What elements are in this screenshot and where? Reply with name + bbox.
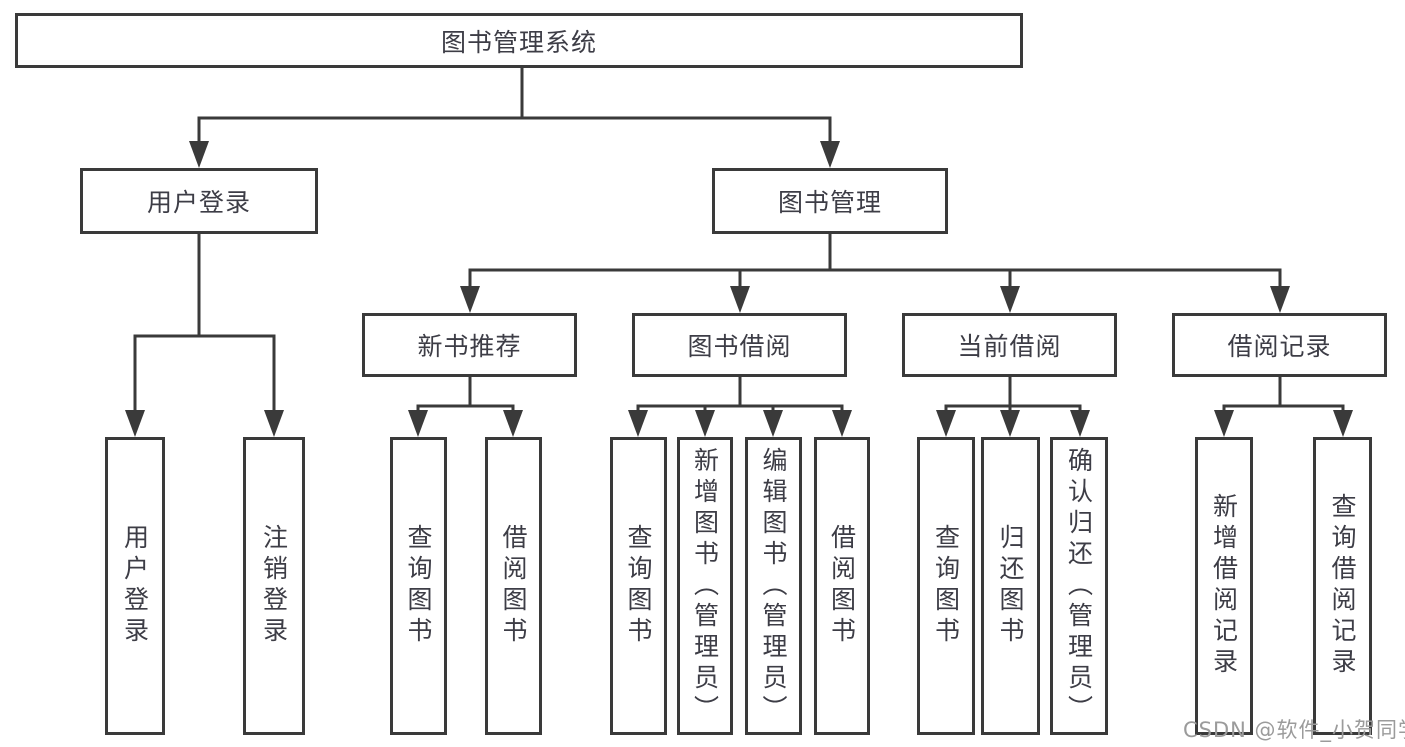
- node-leaf-return-book-label: 归还图书: [996, 524, 1025, 648]
- node-new-book-recommend-label: 新书推荐: [417, 332, 522, 361]
- node-leaf-borrow-books-1: 借阅图书: [485, 437, 542, 735]
- node-leaf-return-book: 归还图书: [981, 437, 1040, 735]
- node-leaf-user-login-label: 用户登录: [120, 524, 150, 648]
- arrow-down-icon: [763, 410, 783, 437]
- node-leaf-confirm-return-admin-label: 确认归还（管理员）: [1064, 446, 1094, 726]
- arrow-down-icon: [1333, 410, 1353, 437]
- node-leaf-query-books-3: 查询图书: [917, 437, 975, 735]
- node-book-management-label: 图书管理: [777, 188, 882, 217]
- arrow-down-icon: [1000, 286, 1020, 313]
- node-book-borrow: 图书借阅: [632, 313, 847, 377]
- node-leaf-query-books-1-label: 查询图书: [404, 524, 433, 648]
- arrow-down-icon: [1270, 286, 1290, 313]
- watermark: CSDN @软件_小贺同学: [1183, 718, 1405, 742]
- arrow-down-icon: [1000, 410, 1020, 437]
- node-borrow-records: 借阅记录: [1172, 313, 1387, 377]
- node-current-borrow-label: 当前借阅: [957, 332, 1062, 361]
- node-leaf-user-login: 用户登录: [105, 437, 165, 735]
- node-leaf-query-borrow-record: 查询借阅记录: [1313, 437, 1372, 735]
- node-leaf-logout: 注销登录: [243, 437, 305, 735]
- node-library-system: 图书管理系统: [15, 13, 1023, 68]
- arrow-down-icon: [503, 410, 523, 437]
- node-user-login: 用户登录: [80, 168, 318, 234]
- arrow-down-icon: [1214, 410, 1234, 437]
- arrow-down-icon: [264, 410, 284, 437]
- node-book-borrow-label: 图书借阅: [687, 332, 792, 361]
- node-leaf-borrow-books-2: 借阅图书: [814, 437, 870, 735]
- node-leaf-borrow-books-2-label: 借阅图书: [827, 524, 857, 648]
- arrow-down-icon: [628, 410, 648, 437]
- node-user-login-label: 用户登录: [146, 188, 251, 217]
- arrowhead-group: [125, 141, 1353, 437]
- arrow-down-icon: [125, 410, 145, 437]
- node-leaf-add-borrow-record-label: 新增借阅记录: [1209, 493, 1239, 679]
- node-leaf-add-book-admin-label: 新增图书（管理员）: [690, 446, 720, 726]
- node-new-book-recommend: 新书推荐: [362, 313, 577, 377]
- node-current-borrow: 当前借阅: [902, 313, 1117, 377]
- node-leaf-add-book-admin: 新增图书（管理员）: [677, 437, 733, 735]
- arrow-down-icon: [730, 286, 750, 313]
- node-leaf-query-books-1: 查询图书: [390, 437, 447, 735]
- node-leaf-query-books-2: 查询图书: [610, 437, 667, 735]
- node-borrow-records-label: 借阅记录: [1227, 332, 1332, 361]
- node-leaf-borrow-books-1-label: 借阅图书: [499, 524, 528, 648]
- arrow-down-icon: [936, 410, 956, 437]
- node-library-system-label: 图书管理系统: [440, 27, 597, 57]
- arrow-down-icon: [832, 410, 852, 437]
- node-leaf-edit-book-admin: 编辑图书（管理员）: [745, 437, 802, 735]
- arrow-down-icon: [189, 141, 209, 168]
- arrow-down-icon: [408, 410, 428, 437]
- node-leaf-logout-label: 注销登录: [259, 524, 289, 648]
- arrow-down-icon: [820, 141, 840, 168]
- node-leaf-edit-book-admin-label: 编辑图书（管理员）: [759, 446, 788, 726]
- node-leaf-query-borrow-record-label: 查询借阅记录: [1328, 493, 1357, 679]
- arrow-down-icon: [695, 410, 715, 437]
- node-leaf-add-borrow-record: 新增借阅记录: [1195, 437, 1253, 735]
- arrow-down-icon: [460, 286, 480, 313]
- node-book-management: 图书管理: [712, 168, 948, 234]
- node-leaf-query-books-3-label: 查询图书: [931, 524, 961, 648]
- arrow-down-icon: [1070, 410, 1090, 437]
- node-leaf-query-books-2-label: 查询图书: [624, 524, 653, 648]
- node-leaf-confirm-return-admin: 确认归还（管理员）: [1050, 437, 1108, 735]
